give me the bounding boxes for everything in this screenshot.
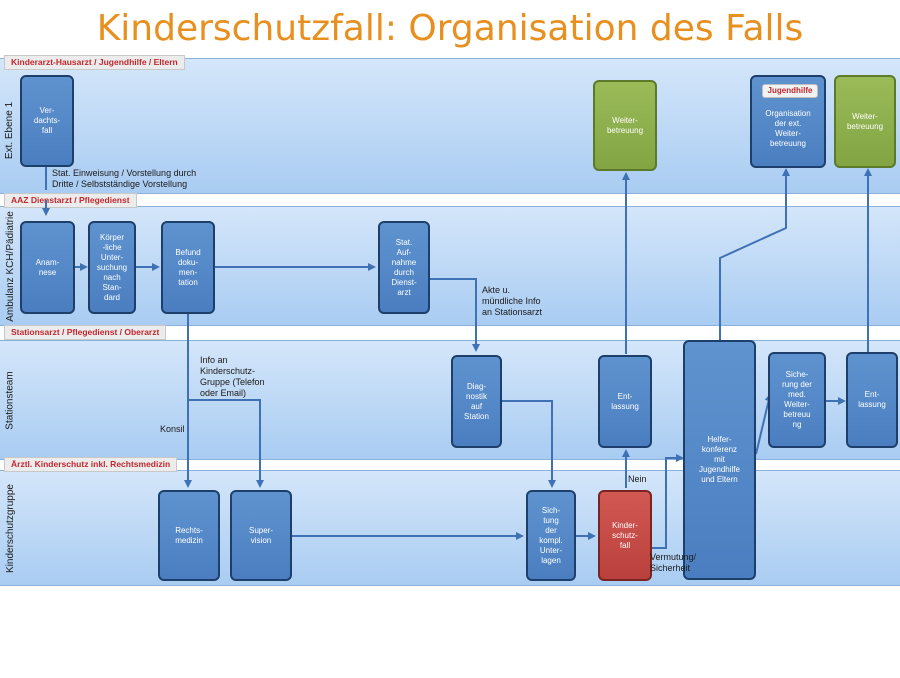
box-anamnese[interactable]: Anam- nese	[20, 221, 75, 314]
jugendhilfe-badge: Jugendhilfe	[762, 84, 818, 98]
note-einweisung: Stat. Einweisung / Vorstellung durch Dri…	[52, 168, 197, 189]
lane-tag-stationsteam: Stationsarzt / Pflegedienst / Oberarzt	[4, 325, 167, 340]
box-entlassung-2[interactable]: Ent- lassung	[846, 352, 898, 448]
lane-kinderschutzgruppe	[0, 470, 900, 586]
box-helferkonferenz[interactable]: Helfer- konferenz mit Jugendhilfe und El…	[683, 340, 756, 580]
box-koerperliche-untersuchung[interactable]: Körper -liche Unter- suchung nach Stan- …	[88, 221, 136, 314]
lane-label-ambulanz: Ambulanz KCH/Pädiatrie	[4, 210, 16, 322]
note-nein: Nein	[628, 474, 647, 484]
box-supervision[interactable]: Super- vision	[230, 490, 292, 581]
lane-label-ext-ebene: Ext. Ebene 1	[4, 101, 16, 159]
box-sicherung-weiterbetreuung[interactable]: Siche- rung der med. Weiter- betreuu ng	[768, 352, 826, 448]
box-sichtung[interactable]: Sich- tung der kompl. Unter- lagen	[526, 490, 576, 581]
box-weiterbetreuung-2[interactable]: Weiter- betreuung	[834, 75, 896, 168]
lane-label-kinderschutzgruppe: Kinderschutzgruppe	[4, 483, 16, 573]
note-vermutung: Vermutung/ Sicherheit	[650, 552, 697, 573]
box-entlassung-1[interactable]: Ent- lassung	[598, 355, 652, 448]
note-akte: Akte u. mündliche Info an Stationsarzt	[482, 285, 543, 317]
box-verdachtsfall[interactable]: Ver- dachts- fall	[20, 75, 74, 167]
box-diagnostik[interactable]: Diag- nostik auf Station	[451, 355, 502, 448]
box-befund-dokumentation[interactable]: Befund doku- men- tation	[161, 221, 215, 314]
organisation-label: Organisation der ext. Weiter- betreuung	[765, 108, 811, 148]
note-info-kinderschutzgruppe: Info an Kinderschutz- Gruppe (Telefon od…	[200, 355, 265, 398]
box-weiterbetreuung-1[interactable]: Weiter- betreuung	[593, 80, 657, 171]
lane-tag-ambulanz: AAZ Dienstarzt / Pflegedienst	[4, 193, 137, 208]
lane-stationsteam	[0, 340, 900, 460]
box-rechtsmedizin[interactable]: Rechts- medizin	[158, 490, 220, 581]
box-stat-aufnahme[interactable]: Stat. Auf- nahme durch Dienst- arzt	[378, 221, 430, 314]
lane-label-stationsteam: Stationsteam	[4, 370, 16, 430]
page-title: Kinderschutzfall: Organisation des Falls	[96, 8, 804, 49]
note-konsil: Konsil	[160, 424, 185, 434]
lane-tag-ext-ebene: Kinderarzt-Hausarzt / Jugendhilfe / Elte…	[4, 55, 185, 70]
box-kinderschutzfall[interactable]: Kinder- schutz- fall	[598, 490, 652, 581]
lane-tag-kinderschutzgruppe: Ärztl. Kinderschutz inkl. Rechtsmedizin	[4, 457, 178, 472]
box-organisation-ext-weiterbetreuung[interactable]: Jugendhilfe Organisation der ext. Weiter…	[750, 75, 826, 168]
